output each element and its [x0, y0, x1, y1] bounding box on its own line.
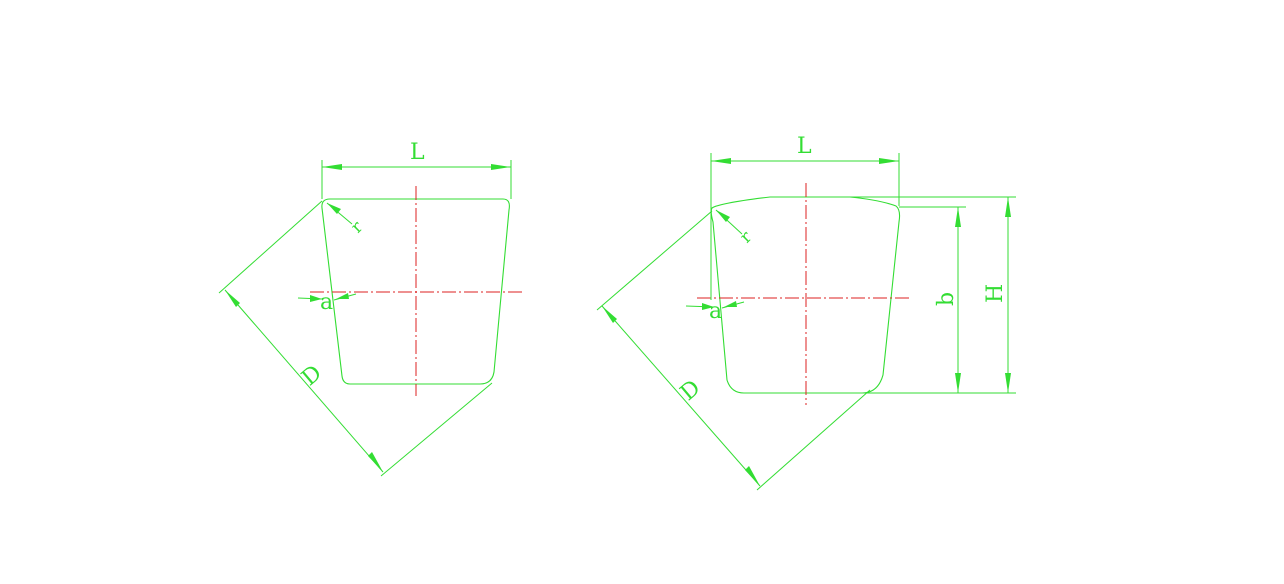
right-L-label: L — [797, 134, 812, 159]
left-a-arrow-right — [336, 293, 349, 299]
right-H-arrow-top — [1005, 197, 1011, 217]
left-r-label: r — [347, 217, 368, 238]
right-section-view: L b H D r a — [596, 134, 1016, 491]
left-D-extension-top — [218, 200, 323, 294]
right-b-arrow-top — [955, 207, 961, 227]
right-b-arrow-bottom — [955, 373, 961, 393]
right-b-label: b — [934, 292, 959, 306]
left-a-label: a — [320, 290, 333, 315]
left-D-label: D — [297, 361, 327, 391]
left-r-arrow — [327, 203, 341, 214]
left-D-dimension-line — [224, 289, 384, 473]
right-a-label: a — [709, 299, 722, 324]
left-D-arrow-top — [225, 290, 240, 307]
right-D-extension-top — [596, 210, 713, 311]
right-H-arrow-bottom — [1005, 373, 1011, 393]
left-a-arrow-left — [310, 295, 322, 302]
right-D-arrow-top — [602, 306, 617, 323]
right-a-arrow-left — [702, 303, 714, 310]
left-section-view: L D r a — [218, 140, 522, 477]
left-section-hatch — [321, 198, 510, 385]
right-D-dimension-line — [601, 305, 761, 487]
right-r-label: r — [736, 227, 757, 248]
right-D-arrow-bottom — [745, 466, 760, 486]
right-section-hatch — [710, 196, 901, 394]
left-D-arrow-bottom — [368, 452, 383, 472]
left-L-arrow-right — [491, 164, 511, 170]
right-r-arrow — [716, 210, 730, 222]
left-L-arrow-left — [322, 164, 342, 170]
right-a-arrow-right — [724, 301, 737, 307]
left-L-label: L — [410, 140, 425, 165]
right-L-arrow-right — [879, 158, 899, 164]
right-H-label: H — [983, 284, 1008, 303]
right-D-label: D — [676, 375, 706, 405]
left-D-extension-bottom — [380, 382, 493, 477]
right-L-arrow-left — [711, 158, 731, 164]
right-D-extension-bottom — [756, 389, 871, 491]
